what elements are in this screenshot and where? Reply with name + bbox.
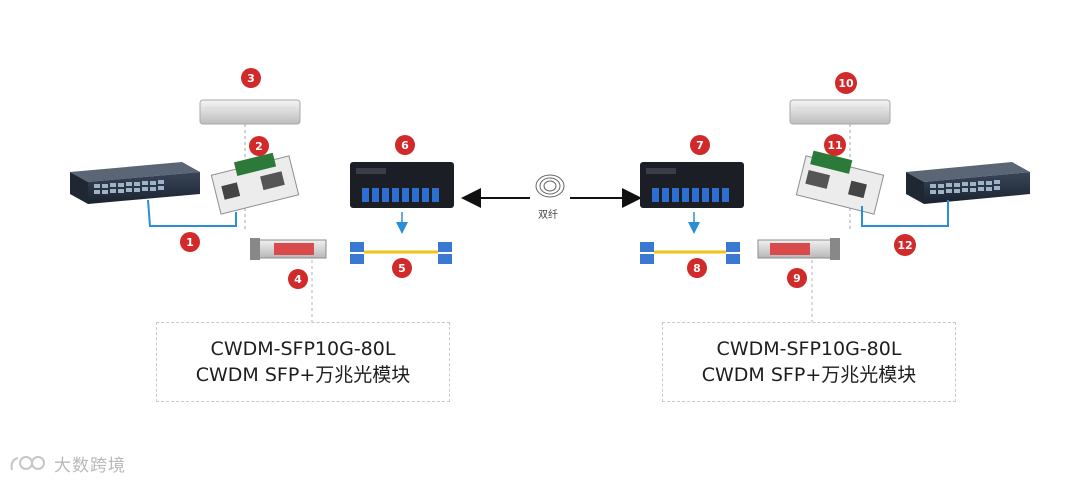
ethernet-cable-1 xyxy=(147,199,237,227)
caption-right-description: CWDM SFP+万兆光模块 xyxy=(701,364,917,386)
svg-text:2: 2 xyxy=(255,140,263,153)
svg-text:6: 6 xyxy=(401,139,409,152)
badge-4: 4 xyxy=(288,269,308,289)
svg-text:4: 4 xyxy=(294,273,302,286)
svg-text:12: 12 xyxy=(897,239,912,252)
svg-text:11: 11 xyxy=(827,139,842,152)
svg-text:8: 8 xyxy=(693,262,701,275)
watermark-logo-icon xyxy=(10,455,45,470)
svg-text:3: 3 xyxy=(247,72,255,85)
svg-text:9: 9 xyxy=(793,272,801,285)
svg-text:10: 10 xyxy=(838,77,854,90)
duplex-fiber-label: 双纤 xyxy=(538,210,558,221)
caption-left-model: CWDM-SFP10G-80L xyxy=(210,338,396,360)
sfp-module-9 xyxy=(757,238,840,260)
badge-2: 2 xyxy=(249,136,269,156)
badge-5: 5 xyxy=(392,258,412,278)
lc-patch-cable-8 xyxy=(640,242,740,264)
caption-right-model: CWDM-SFP10G-80L xyxy=(716,338,902,360)
watermark: 大数跨境 xyxy=(8,451,126,476)
ethernet-switch-right xyxy=(906,162,1030,204)
sfp-module-4 xyxy=(250,238,327,260)
svg-text:7: 7 xyxy=(696,139,704,152)
media-converter-2 xyxy=(210,152,300,215)
badge-3: 3 xyxy=(241,68,261,88)
cwdm-mux-7 xyxy=(640,162,744,208)
cwdm-mux-6 xyxy=(350,162,454,208)
badge-12: 12 xyxy=(894,234,916,256)
badge-6: 6 xyxy=(395,135,415,155)
badge-10: 10 xyxy=(835,72,857,94)
watermark-text: 大数跨境 xyxy=(54,456,126,476)
media-converter-11 xyxy=(795,150,885,215)
svg-text:1: 1 xyxy=(186,236,194,249)
lc-patch-cable-5 xyxy=(350,242,452,264)
caption-left: CWDM-SFP10G-80L CWDM SFP+万兆光模块 xyxy=(156,322,450,402)
badge-11: 11 xyxy=(824,134,846,156)
caption-left-description: CWDM SFP+万兆光模块 xyxy=(195,364,411,386)
fiber-coil-icon xyxy=(535,174,565,198)
badge-9: 9 xyxy=(787,268,807,288)
svg-text:5: 5 xyxy=(398,262,406,275)
badge-1: 1 xyxy=(180,232,200,252)
caption-right: CWDM-SFP10G-80L CWDM SFP+万兆光模块 xyxy=(662,322,956,402)
chassis-10 xyxy=(789,99,891,125)
chassis-3 xyxy=(199,99,301,125)
ethernet-switch-left xyxy=(70,162,200,204)
ethernet-cable-12 xyxy=(861,200,949,227)
badge-8: 8 xyxy=(687,258,707,278)
badge-7: 7 xyxy=(690,135,710,155)
